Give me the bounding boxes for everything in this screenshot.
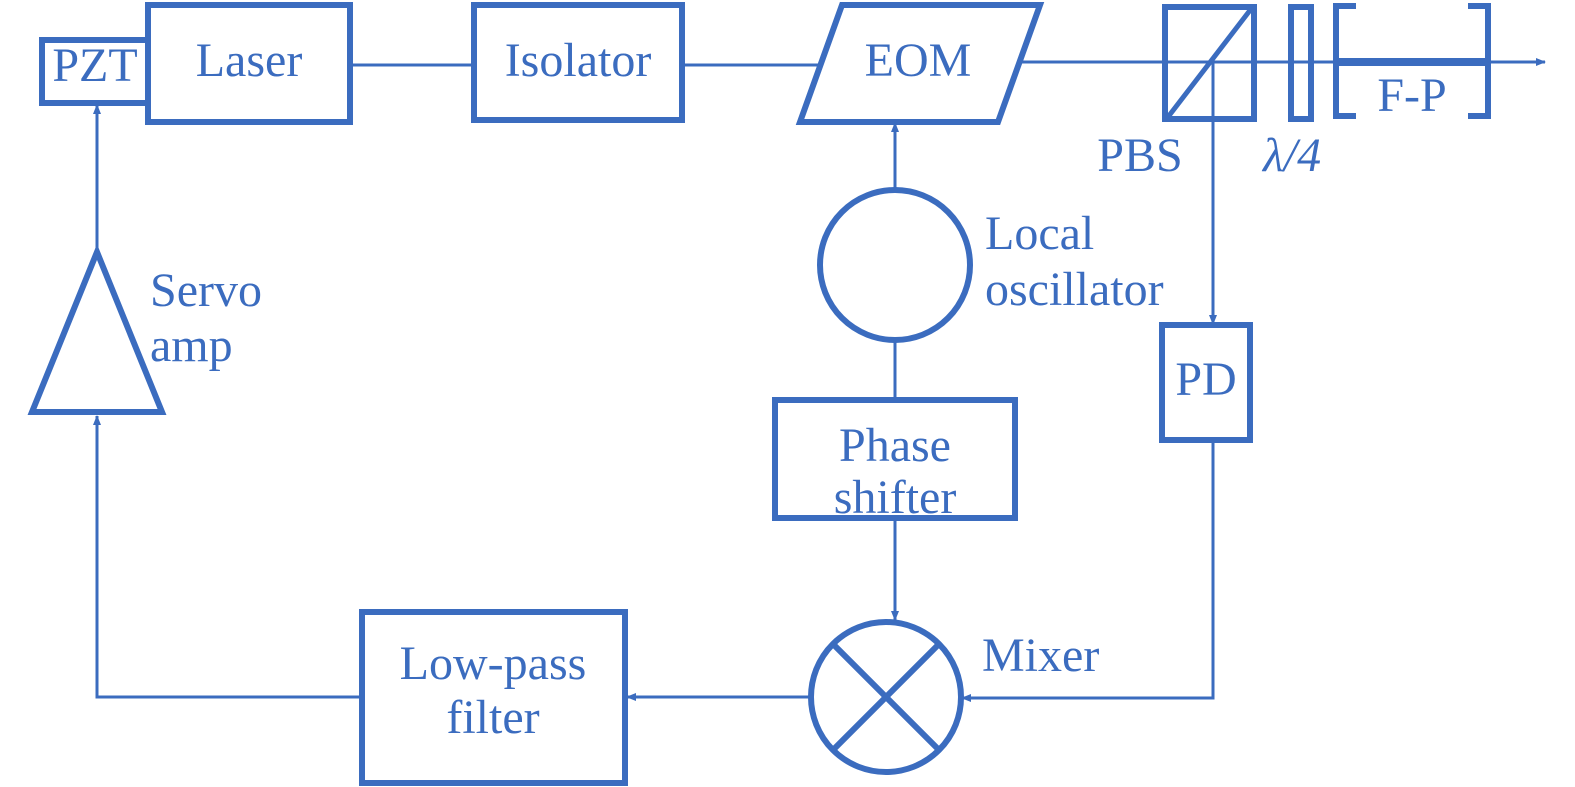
low-pass-filter-label-1: Low-pass	[400, 637, 587, 690]
eom-label: EOM	[865, 34, 972, 87]
phase-shifter-label-1: Phase	[839, 419, 951, 472]
laser-label: Laser	[196, 34, 303, 87]
servo-amp-label-2: amp	[150, 319, 233, 372]
low-pass-filter-label-2: filter	[446, 691, 539, 744]
fp-label: F-P	[1377, 69, 1446, 122]
local-oscillator-label-1: Local	[985, 207, 1094, 260]
servo-amp-triangle	[27, 244, 167, 415]
isolator-label: Isolator	[505, 34, 652, 87]
servo-amp-label-1: Servo	[150, 264, 262, 317]
phase-shifter-label-2: shifter	[834, 471, 957, 524]
quarter-wave-label: λ/4	[1261, 129, 1321, 182]
quarter-wave-plate	[1288, 4, 1314, 122]
arrow-pd-mixer	[961, 440, 1215, 702]
pd-box	[1159, 322, 1253, 443]
mixer-label: Mixer	[982, 629, 1099, 682]
local-oscillator-circle	[817, 187, 973, 343]
eom-box	[795, 2, 1045, 125]
arrow-lpf-servo	[93, 415, 362, 699]
pd-label: PD	[1175, 353, 1236, 406]
mixer-cross-2	[830, 641, 942, 753]
pbs-box	[1162, 4, 1257, 122]
isolator-box	[471, 2, 685, 123]
local-oscillator-label-2: oscillator	[985, 263, 1164, 316]
pbs-diagonal	[1166, 7, 1253, 119]
pzt-label: PZT	[52, 39, 137, 92]
pbs-label: PBS	[1097, 129, 1182, 182]
